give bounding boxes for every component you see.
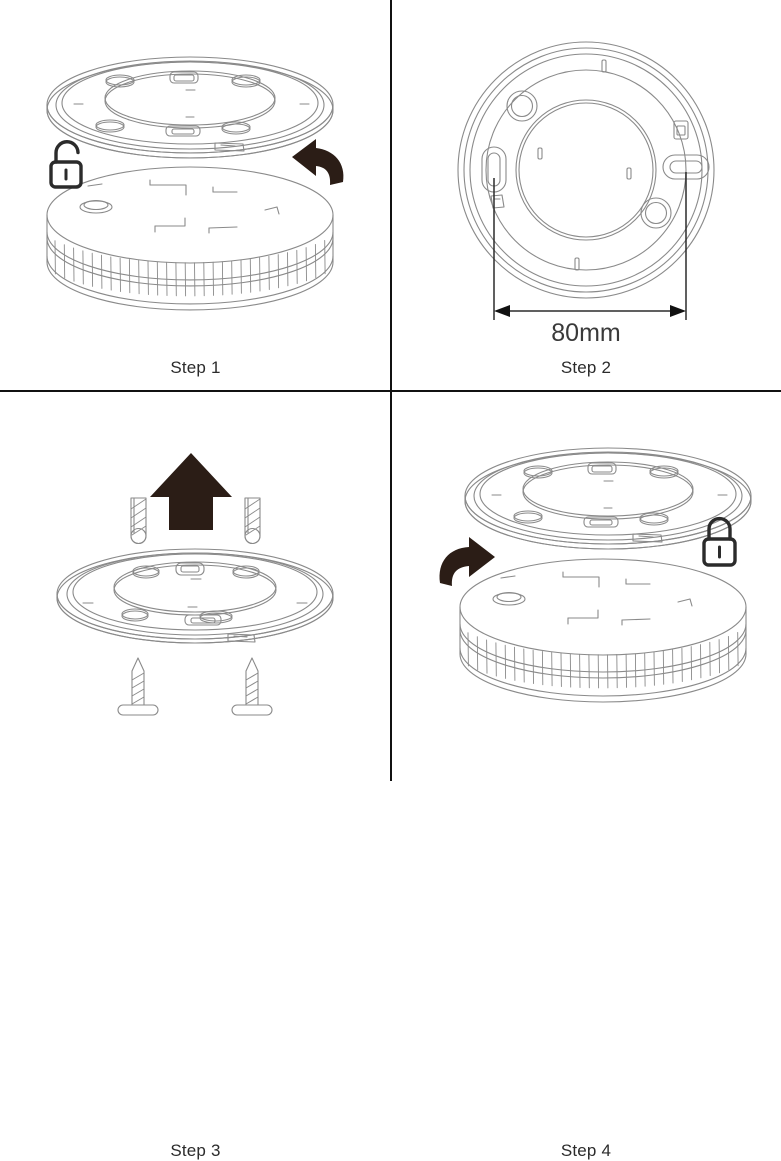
screw-left [117, 657, 159, 716]
dimension-label: 80mm [551, 319, 620, 347]
padlock-closed-icon [702, 516, 737, 567]
device-body [459, 558, 747, 703]
dimension-arrow-icon [493, 172, 687, 320]
horizontal-divider [0, 390, 781, 392]
step-3-panel: Step 3 [0, 391, 391, 1160]
step-2-illustration: 80mm [457, 41, 715, 347]
step-2-panel: 80mm Step 2 [391, 0, 781, 391]
mounting-bracket-underside [464, 447, 752, 550]
screw-hole-upper-left [506, 90, 538, 122]
mounting-bracket-underside [46, 56, 334, 159]
wall-anchor-left [130, 497, 147, 545]
step-3-illustration [56, 453, 334, 716]
step-3-caption: Step 3 [170, 1141, 221, 1160]
step-1-caption: Step 1 [170, 358, 221, 377]
step-4-illustration [439, 447, 752, 703]
mounting-bracket-flat-view [457, 41, 715, 299]
straight-arrow-up-icon [150, 453, 232, 530]
step-1-panel: Step 1 [0, 0, 391, 391]
device-body [46, 166, 334, 311]
curved-arrow-right-icon [439, 537, 495, 586]
screw-right [231, 657, 273, 716]
step-1-illustration [46, 56, 344, 311]
step-4-caption: Step 4 [560, 1141, 612, 1160]
step-2-caption: Step 2 [560, 358, 612, 377]
screw-hole-lower-right [640, 197, 672, 229]
padlock-open-icon [49, 140, 83, 189]
wall-anchor-right [244, 497, 261, 545]
step-4-panel: Step 4 [391, 391, 781, 1160]
mounting-bracket-angled [56, 548, 334, 644]
curved-arrow-left-icon [292, 139, 344, 185]
